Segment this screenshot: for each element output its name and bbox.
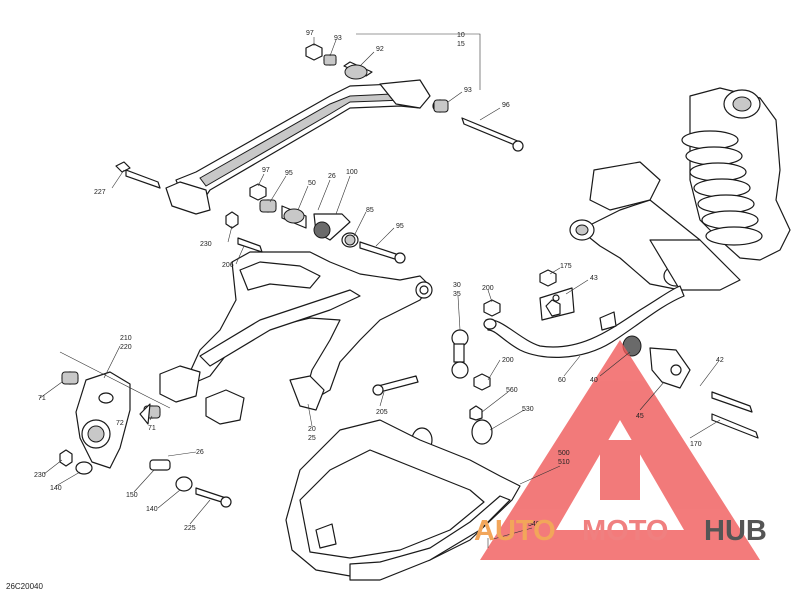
callout-26: 26 [196,449,204,456]
callout-220: 220 [120,344,132,351]
callout-200: 200 [502,357,514,364]
lower-a-arm [159,251,433,425]
diagram-id: 26C20040 [6,582,43,591]
watermark-logo [480,340,760,560]
callout-560: 560 [506,387,518,394]
callout-210: 210 [120,335,132,342]
callout-175: 175 [560,263,572,270]
callout-40: 40 [590,377,598,384]
callout-72: 72 [116,420,124,427]
callout-labels: 97 93 92 10 15 93 96 227 97 95 50 26 100… [34,30,724,532]
callout-97: 97 [262,167,270,174]
callout-230: 230 [34,472,46,479]
callout-30: 30 [453,282,461,289]
callout-85: 85 [366,207,374,214]
callout-170: 170 [690,441,702,448]
callout-20: 20 [308,426,316,433]
callout-25: 25 [308,435,316,442]
callout-71: 71 [148,425,156,432]
callout-15: 15 [457,41,465,48]
callout-225: 225 [184,525,196,532]
callout-93: 93 [464,87,472,94]
callout-93: 93 [334,35,342,42]
upper-arm-hardware [305,43,524,152]
callout-540: 540 [528,521,540,528]
callout-150: 150 [126,492,138,499]
callout-96: 96 [502,102,510,109]
callout-42: 42 [716,357,724,364]
callout-510: 510 [558,459,570,466]
callout-43: 43 [590,275,598,282]
leader-lines [39,33,721,548]
watermark-hub: HUB [704,515,767,547]
a-arm-hardware [225,183,406,264]
callout-500: 500 [558,450,570,457]
callout-10: 10 [457,32,465,39]
shock-spring [681,130,763,246]
callout-50: 50 [308,180,316,187]
callout-95: 95 [396,223,404,230]
callout-206: 206 [222,262,234,269]
upper-trailing-arm [165,79,431,215]
callout-97: 97 [306,30,314,37]
watermark-moto: MOTO [582,515,668,547]
callout-200: 200 [482,285,494,292]
callout-530: 530 [522,406,534,413]
callout-26: 26 [328,173,336,180]
callout-71: 71 [38,395,46,402]
callout-35: 35 [453,291,461,298]
watermark-auto: AUTO [474,515,556,547]
callout-205: 205 [376,409,388,416]
bolt-227 [115,161,161,189]
callout-95: 95 [285,170,293,177]
knuckle-210 [59,371,232,508]
callout-45: 45 [636,413,644,420]
callout-140: 140 [146,506,158,513]
callout-100: 100 [346,169,358,176]
callout-227: 227 [94,189,106,196]
callout-60: 60 [558,377,566,384]
watermark-text: AUTO MOTO HUB [474,515,767,547]
callout-92: 92 [376,46,384,53]
callout-140: 140 [50,485,62,492]
shock-absorber [569,87,791,291]
sway-bar [483,269,759,439]
skid-plate [285,419,521,581]
callout-230: 230 [200,241,212,248]
